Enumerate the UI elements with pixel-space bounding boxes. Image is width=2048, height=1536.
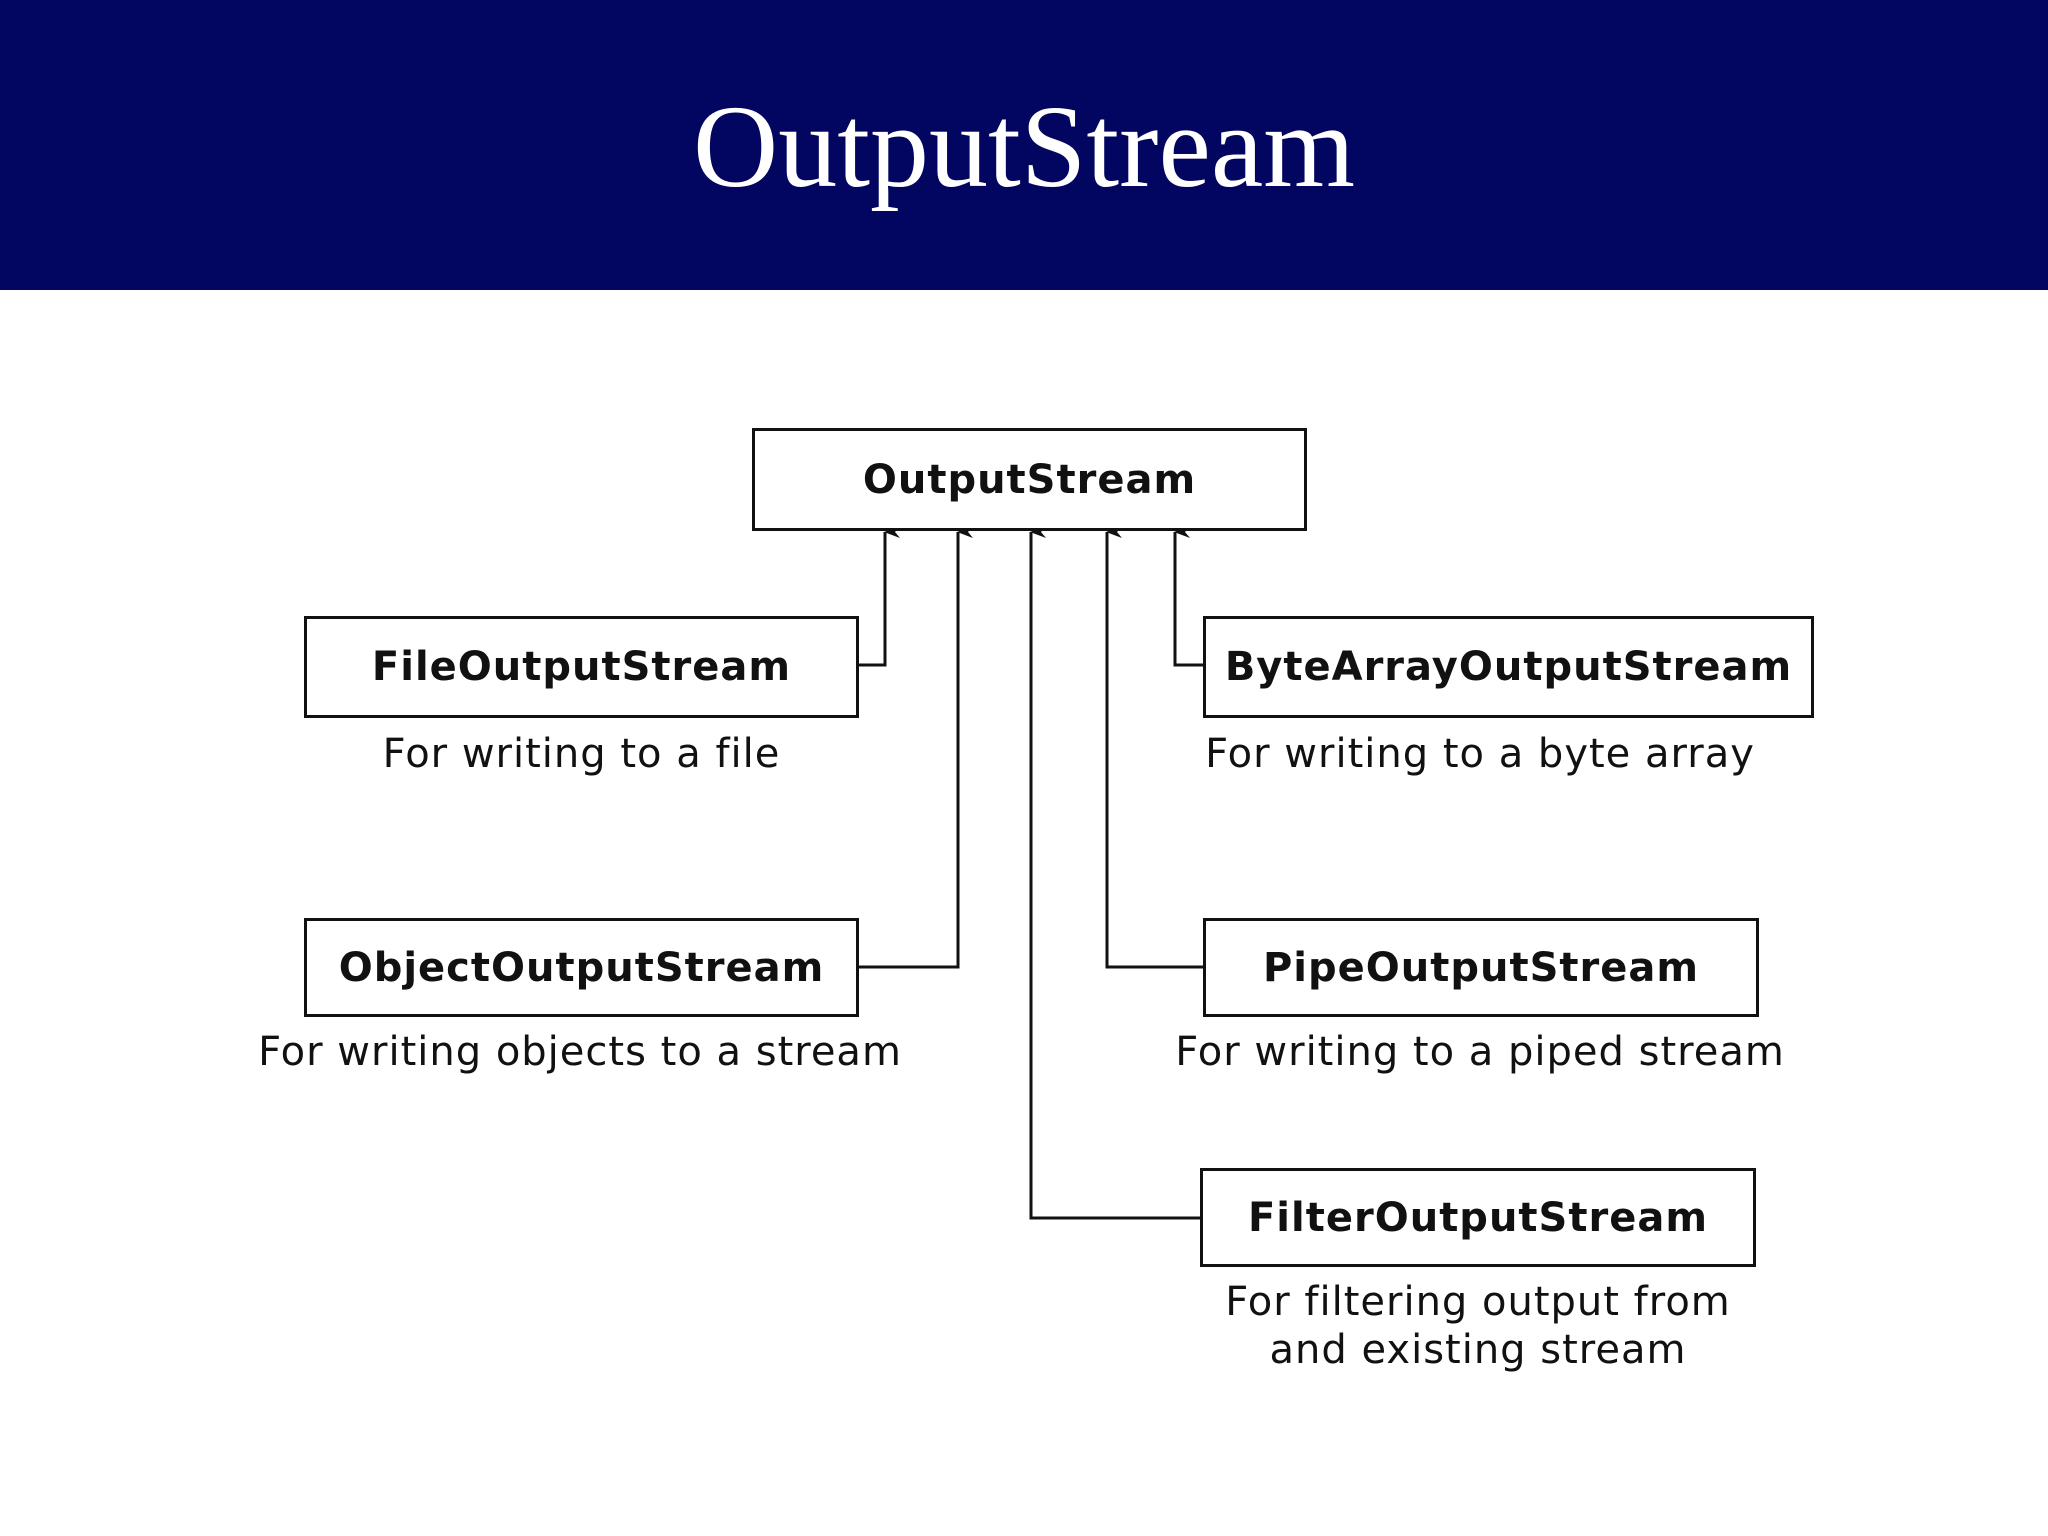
class-box-filter: FilterOutputStream [1200,1168,1756,1267]
class-description-pipe: For writing to a piped stream [1175,1029,1785,1075]
connector-file [858,526,900,667]
class-label-pipe: PipeOutputStream [1262,944,1700,991]
root-class-label: OutputStream [862,456,1197,503]
class-description-filter-line2: and existing stream [1269,1327,1687,1373]
class-box-pipe: PipeOutputStream [1203,918,1759,1017]
class-description-object: For writing objects to a stream [258,1029,902,1075]
slide-title: OutputStream [692,81,1356,212]
class-description-bytearray: For writing to a byte array [1205,731,1755,777]
root-class-box: OutputStream [752,428,1307,531]
class-description-file: For writing to a file [382,731,781,777]
connector-bytearray [1173,526,1203,667]
class-box-bytearray: ByteArrayOutputStream [1203,616,1814,718]
connector-filter [1029,526,1200,1220]
connector-object [858,526,973,969]
class-box-file: FileOutputStream [304,616,859,718]
class-description-filter-line1: For filtering output from [1225,1279,1731,1325]
class-label-bytearray: ByteArrayOutputStream [1224,644,1793,690]
class-label-object: ObjectOutputStream [338,944,825,991]
connector-pipe [1105,526,1203,969]
title-banner: OutputStream [0,0,2048,290]
class-box-object: ObjectOutputStream [304,918,859,1017]
class-label-filter: FilterOutputStream [1247,1194,1708,1241]
class-label-file: FileOutputStream [371,644,792,690]
